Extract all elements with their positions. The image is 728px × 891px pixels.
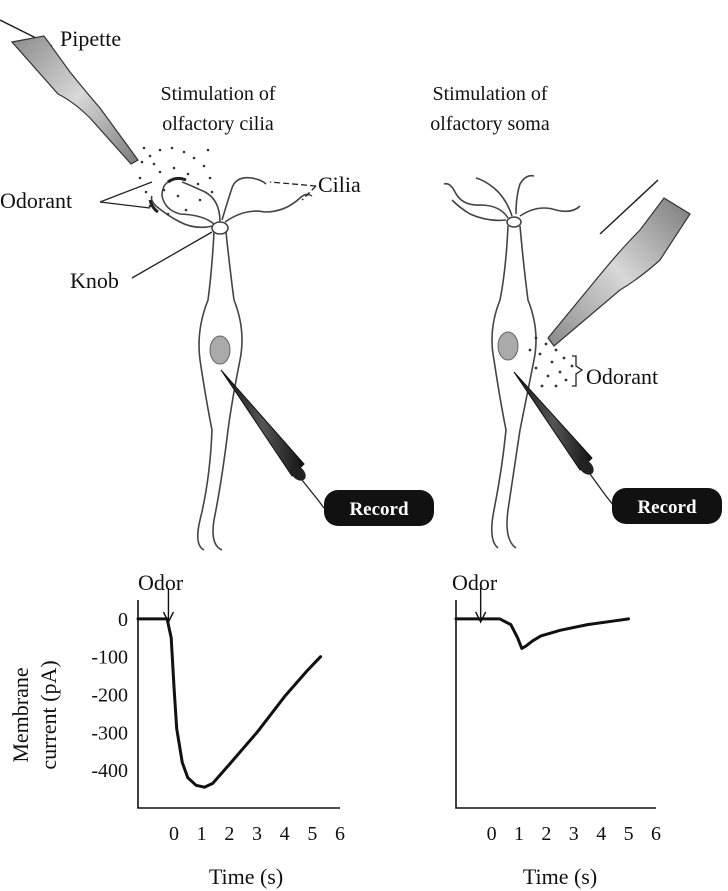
chart1-x-tick-5: 5	[307, 823, 317, 845]
left-cilia-tip2	[148, 199, 159, 214]
knob-label: Knob	[70, 268, 119, 293]
left-record-label: Record	[349, 499, 409, 520]
chart2-x-tick-1: 1	[514, 823, 524, 845]
chart1-axes	[137, 600, 340, 809]
chart2-series-line-0	[454, 617, 631, 650]
cilia-label: Cilia	[318, 172, 361, 197]
right-record-electrode	[513, 371, 615, 507]
chart2-plot	[454, 588, 656, 809]
chart1-y-tick-4: -400	[91, 760, 128, 782]
chart2-x-tick-0: 0	[487, 823, 497, 845]
chart1-odor-label: Odor	[138, 570, 184, 595]
right-pipette	[547, 179, 691, 347]
left-odorant-cloud	[138, 146, 214, 216]
left-neuron	[150, 176, 313, 551]
chart1-y-tick-0: 0	[118, 609, 128, 631]
right-title-line1: Stimulation of	[433, 83, 548, 105]
left-title-line2: olfactory cilia	[162, 113, 274, 135]
left-panel: Stimulation of olfactory cilia Pipette	[0, 19, 434, 551]
chart2-x-tick-3: 3	[569, 823, 579, 845]
chart1-x-tick-4: 4	[280, 823, 290, 845]
pipette-label: Pipette	[60, 26, 121, 51]
left-pipette	[0, 19, 139, 165]
right-record-label: Record	[637, 497, 697, 518]
chart1-x-tick-2: 2	[224, 823, 234, 845]
right-record-badge: Record	[612, 488, 722, 524]
chart1-xlabel: Time (s)	[209, 864, 283, 889]
right-panel: Stimulation of olfactory soma	[430, 83, 722, 549]
right-odorant-bracket	[572, 355, 584, 387]
chart2-odor-arrow	[475, 588, 487, 624]
chart1-y-tick-2: -200	[91, 685, 128, 707]
right-neuron	[443, 174, 581, 549]
left-soma-nucleus	[209, 335, 231, 365]
chart2-x-tick-6: 6	[651, 823, 661, 845]
chart1-series-line-0	[136, 617, 323, 789]
left-record-electrode	[220, 369, 325, 509]
chart1-x-tick-0: 0	[169, 823, 179, 845]
left-record-badge: Record	[324, 490, 434, 526]
chart1-y-ticks: 0 -100 -200 -300 -400	[91, 609, 128, 782]
right-soma-nucleus	[497, 331, 519, 361]
right-odorant-cloud	[528, 336, 574, 388]
chart1-ylabel-line1: Membrane	[8, 667, 33, 762]
chart1-y-tick-1: -100	[91, 647, 128, 669]
right-title-line2: olfactory soma	[430, 113, 550, 135]
chart1-y-tick-3: -300	[91, 722, 128, 744]
left-cilia-tip	[167, 176, 187, 184]
chart1-ylabel-line2: current (pA)	[36, 660, 61, 769]
chart2-x-tick-5: 5	[624, 823, 634, 845]
chart1-x-tick-6: 6	[335, 823, 345, 845]
chart2-odor-label: Odor	[452, 570, 498, 595]
chart1-x-tick-1: 1	[197, 823, 207, 845]
right-odorant-label: Odorant	[586, 364, 658, 389]
left-title-line1: Stimulation of	[161, 83, 276, 105]
chart2-axes	[455, 600, 656, 809]
chart1-x-tick-3: 3	[252, 823, 262, 845]
chart1-plot	[136, 588, 340, 809]
chart2-x-tick-2: 2	[541, 823, 551, 845]
chart2-xlabel: Time (s)	[523, 864, 597, 889]
chart2-x-tick-4: 4	[596, 823, 606, 845]
left-odorant-label: Odorant	[0, 188, 72, 213]
